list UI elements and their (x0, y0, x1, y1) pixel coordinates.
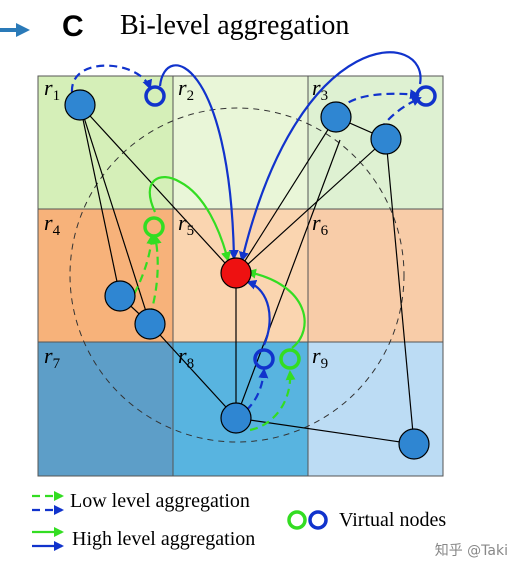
virtual-node-r9 (279, 348, 301, 370)
high-arrow-r1 (158, 64, 239, 260)
low-arrow-r9 (249, 370, 296, 432)
node-r3-a (320, 101, 352, 133)
region-label-r5: r5 (178, 210, 194, 239)
region-label-r3: r3 (312, 75, 328, 104)
virtual-node-r4 (143, 216, 165, 238)
graph-nodes (64, 89, 430, 460)
region-label-r6: r6 (312, 210, 329, 239)
node-r8 (220, 402, 252, 434)
watermark: 知乎 @Taki (434, 543, 508, 559)
region-label-r2: r2 (178, 75, 194, 104)
virtual-node-r8 (253, 348, 275, 370)
panel-title: Bi-level aggregation (120, 10, 350, 41)
high-arrow-r9 (246, 268, 306, 349)
center-node (220, 257, 252, 289)
legend-high-label: High level aggregation (72, 528, 256, 550)
region-r7-cell (38, 342, 173, 476)
legend-low-label: Low level aggregation (70, 490, 250, 512)
node-r3-b (370, 123, 402, 155)
region-label-r8: r8 (178, 343, 194, 372)
high-arrow-r3 (239, 51, 422, 262)
graph-edges (79, 104, 415, 445)
legend-virtual-label: Virtual nodes (339, 509, 447, 531)
virtual-node-r1 (144, 85, 166, 107)
node-r1 (64, 89, 96, 121)
region-label-r1: r1 (44, 75, 60, 104)
virtual-nodes (143, 85, 437, 370)
region-labels: r1 r2 r3 r4 r5 r6 r7 r8 r9 (44, 75, 329, 372)
region-label-r4: r4 (44, 210, 61, 239)
region-grid (37, 75, 444, 477)
high-level-arrows (148, 51, 422, 349)
high-arrow-r4 (148, 176, 231, 262)
legend-virtual-blue-icon (308, 510, 328, 530)
virtual-node-r3 (415, 85, 437, 107)
panel-letter: C (62, 10, 84, 43)
node-r4-b (134, 308, 166, 340)
region-label-r9: r9 (312, 343, 328, 372)
node-r9 (398, 428, 430, 460)
node-r4-a (104, 280, 136, 312)
panel-pointer-arrow-icon (0, 23, 30, 37)
low-arrow-r4-b (148, 234, 162, 317)
region-label-r7: r7 (44, 343, 61, 372)
region-r6-cell (308, 209, 443, 342)
legend-virtual-green-icon (287, 510, 307, 530)
high-arrow-r8 (246, 280, 271, 346)
neighborhood-circle (69, 107, 405, 443)
legend-glyphs (32, 491, 328, 551)
